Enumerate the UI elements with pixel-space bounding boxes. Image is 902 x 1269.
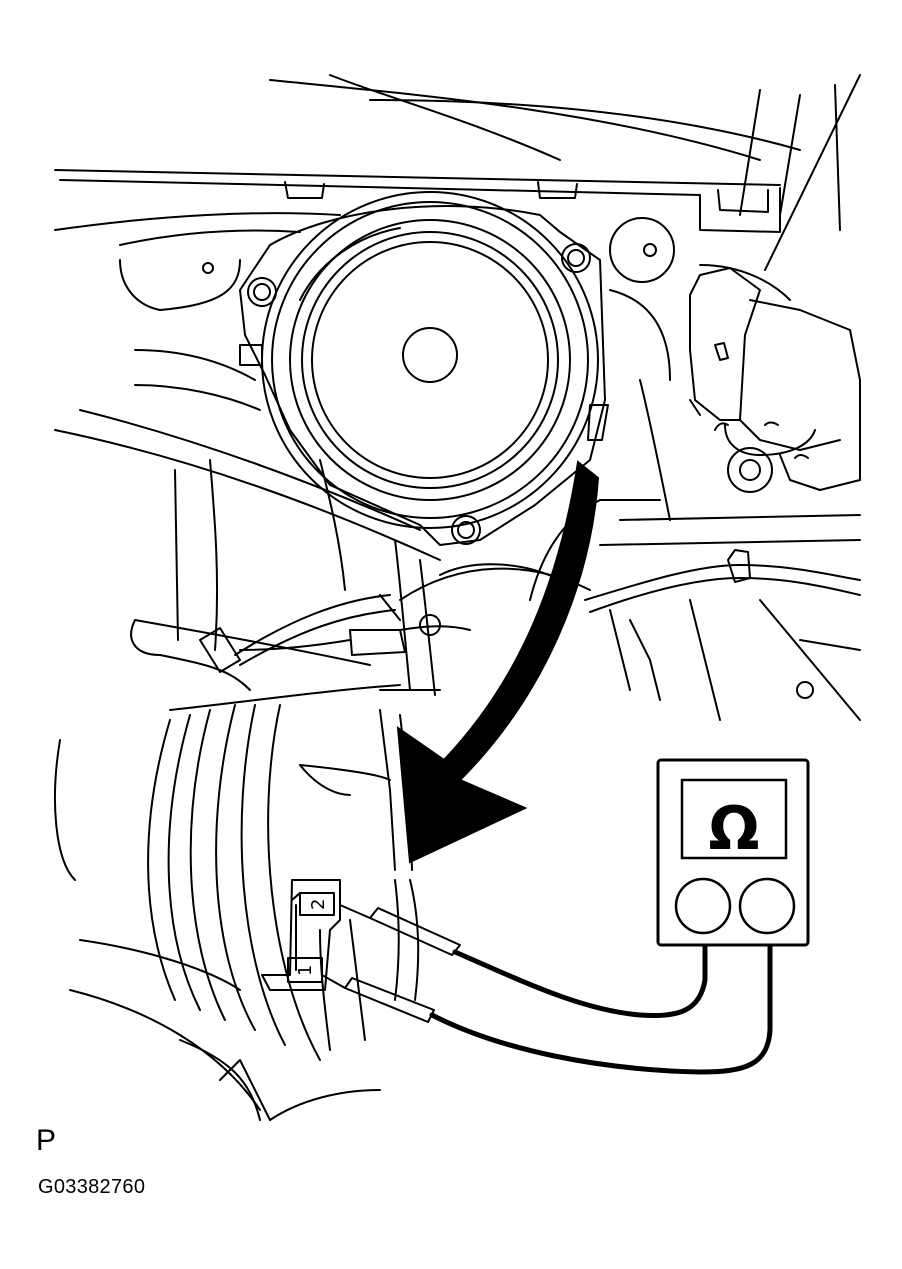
terminal-label-1: 1 — [295, 965, 316, 976]
enlarged-view-outline — [54, 704, 420, 1121]
ohmmeter-icon: Ω — [656, 758, 810, 947]
speaker-connector — [261, 879, 341, 991]
view-letter: P — [36, 1124, 57, 1157]
door-panel-outline — [54, 74, 861, 711]
tester-probes — [321, 904, 461, 1023]
terminal-label-2: 2 — [308, 899, 329, 910]
speaker-icon — [239, 191, 609, 546]
ohm-symbol: Ω — [708, 794, 759, 864]
figure-code: G03382760 — [38, 1176, 146, 1198]
test-leads — [429, 937, 773, 1075]
arrow-icon — [396, 460, 600, 864]
